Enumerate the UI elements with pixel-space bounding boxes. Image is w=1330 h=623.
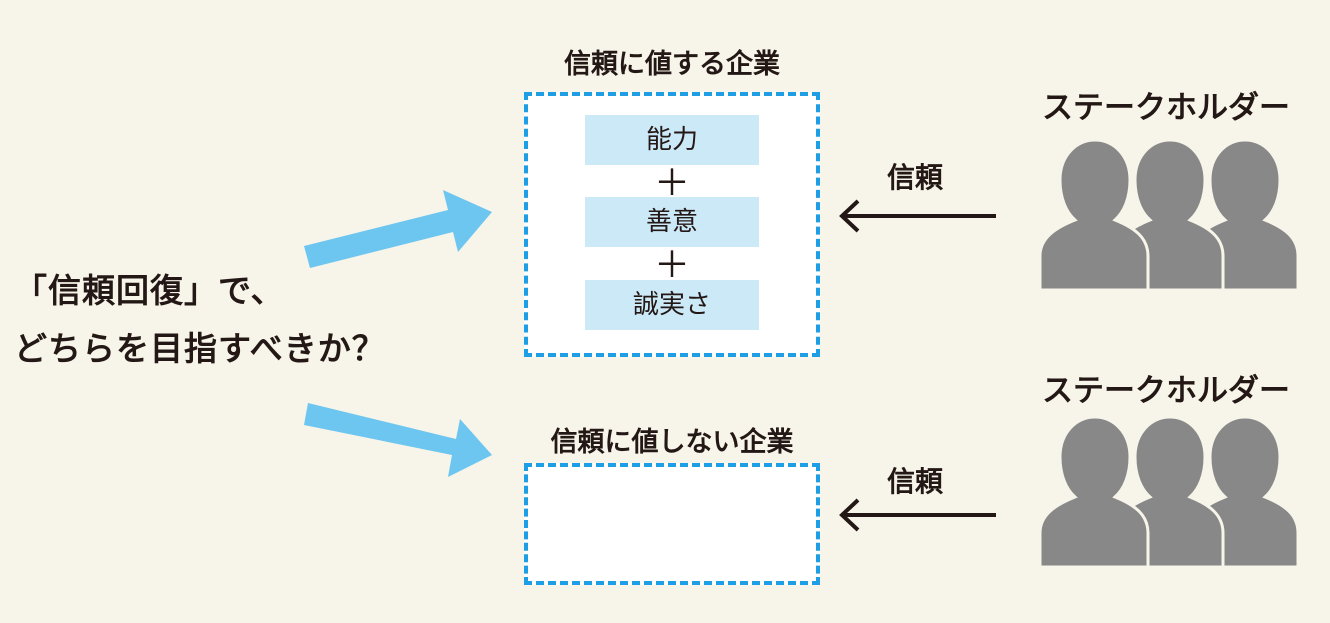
question-line-1: 「信頼回復」で、 <box>14 271 285 310</box>
arrow-left-icon <box>839 199 996 233</box>
trust-label: 信頼 <box>887 465 944 498</box>
people-group-icon <box>1038 138 1300 292</box>
trait-goodwill: 善意 <box>585 197 759 247</box>
people-group-icon <box>1038 415 1300 569</box>
trustworthy-title: 信頼に値する企業 <box>564 49 780 80</box>
stakeholder-label: ステークホルダー <box>1042 373 1290 409</box>
trait-integrity: 誠実さ <box>585 280 759 330</box>
untrustworthy-box <box>524 463 820 585</box>
plus-sign: ＋ <box>653 163 690 204</box>
arrow-left-icon <box>839 498 996 532</box>
arrow-right-icon <box>304 190 492 268</box>
plus-sign: ＋ <box>653 245 690 286</box>
question-line-2: どちらを目指すべきか？ <box>14 329 386 368</box>
arrow-right-icon <box>304 403 492 477</box>
question-text: 「信頼回復」で、 どちらを目指すべきか？ <box>14 262 386 378</box>
trait-ability: 能力 <box>585 115 759 165</box>
untrustworthy-title: 信頼に値しない企業 <box>550 427 794 458</box>
stakeholder-label: ステークホルダー <box>1042 90 1290 126</box>
trust-label: 信頼 <box>887 161 944 194</box>
